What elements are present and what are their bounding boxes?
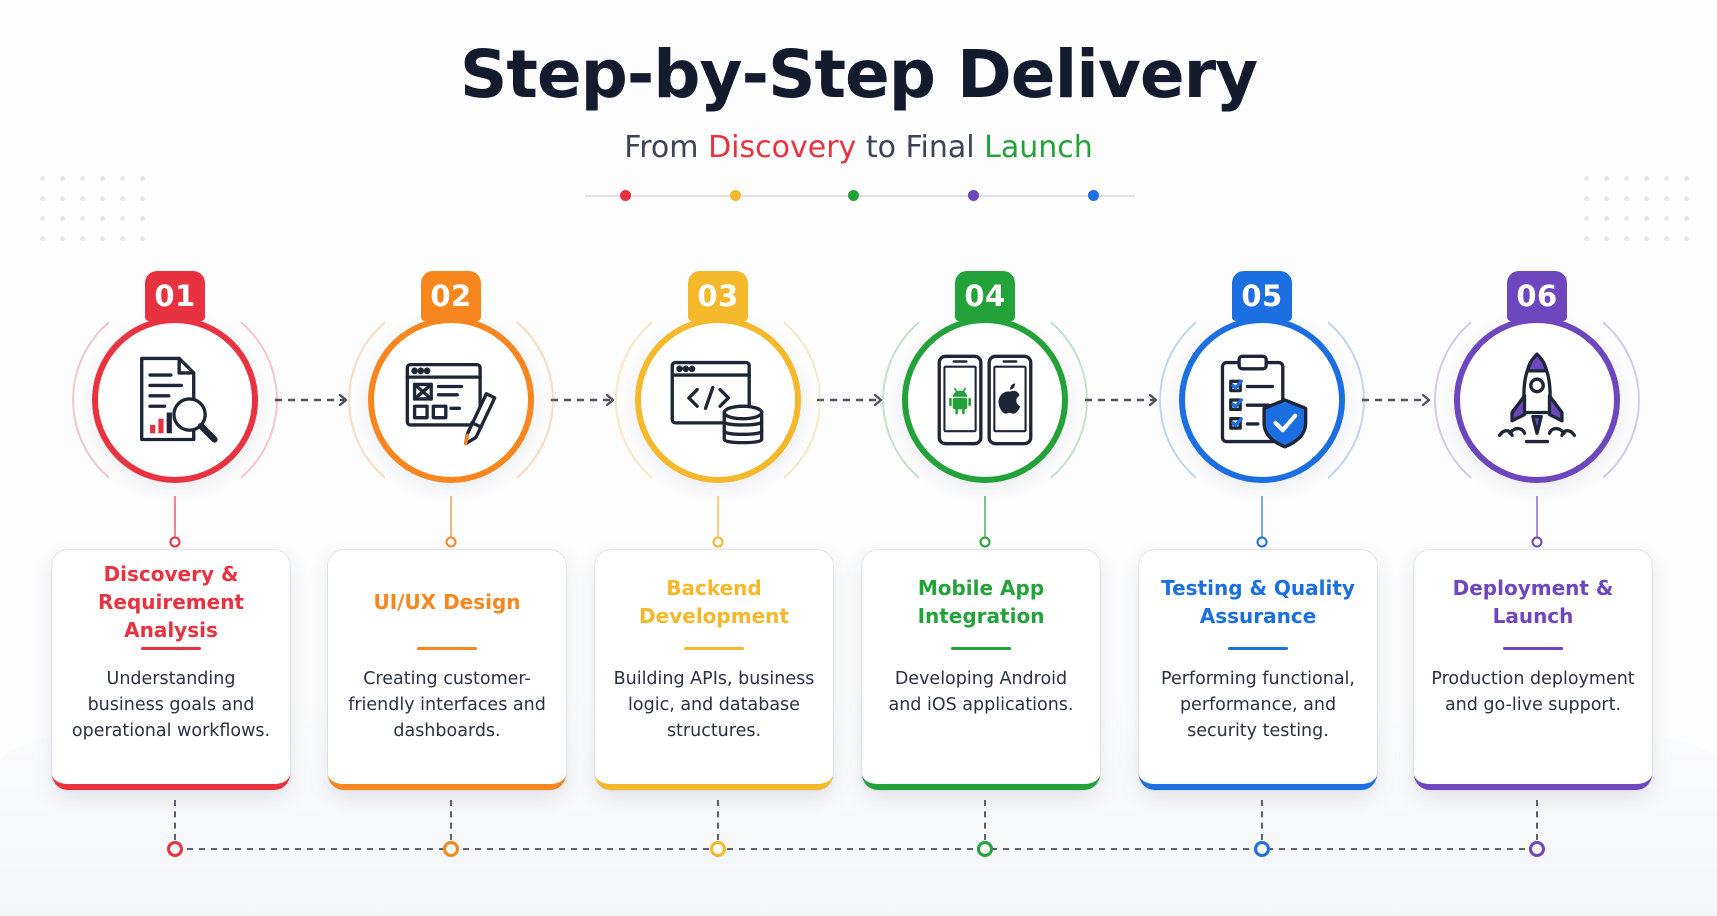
step-04-rule bbox=[951, 647, 1011, 650]
step-05-timeline-node bbox=[1254, 841, 1270, 857]
step-02-stem bbox=[450, 496, 452, 538]
step-05-drop-line bbox=[1261, 800, 1263, 840]
step-05: 05 Testing & Quality Assurance Performin… bbox=[1137, 0, 1387, 916]
step-06-drop-line bbox=[1536, 800, 1538, 840]
step-05-stem bbox=[1261, 496, 1263, 538]
step-06-stem bbox=[1536, 496, 1538, 538]
wireframe-pen-icon bbox=[405, 362, 497, 446]
page-subtitle: From Discovery to Final Launch bbox=[0, 130, 1717, 165]
step-05-rule bbox=[1228, 647, 1288, 650]
step-02-title: UI/UX Design bbox=[373, 590, 521, 614]
step-02-drop-line bbox=[450, 800, 452, 840]
step-03-stem-knob bbox=[712, 536, 724, 548]
step-01: 01 Discovery & Requirement Analysis Unde… bbox=[50, 0, 300, 916]
step-02-badge: 02 bbox=[421, 271, 481, 321]
step-03-icon-ring bbox=[635, 317, 801, 483]
decorative-dot-grid-left bbox=[40, 176, 160, 256]
rocket-icon bbox=[1497, 352, 1577, 444]
step-06-card: Deployment & Launch Production deploymen… bbox=[1414, 550, 1652, 790]
step-04-icon-ring bbox=[902, 317, 1068, 483]
step-05-description: Performing functional, performance, and … bbox=[1161, 669, 1355, 741]
divider-dot-blue bbox=[1088, 190, 1099, 201]
step-06-description: Production deployment and go-live suppor… bbox=[1431, 669, 1635, 715]
step-02-timeline-node bbox=[443, 841, 459, 857]
document-search-icon bbox=[140, 356, 218, 443]
divider-dot-green bbox=[848, 190, 859, 201]
checklist-shield-icon bbox=[1220, 354, 1308, 449]
step-03: 03 Backend Development Building APIs, bu… bbox=[593, 0, 843, 916]
step-01-stem bbox=[174, 496, 176, 538]
divider-dot-purple bbox=[968, 190, 979, 201]
step-03-title: Backend Development bbox=[639, 576, 789, 628]
step-02-card: UI/UX Design Creating customer-friendly … bbox=[328, 550, 566, 790]
step-04-card: Mobile App Integration Developing Androi… bbox=[862, 550, 1100, 790]
step-02-rule bbox=[417, 647, 477, 650]
step-06-stem-knob bbox=[1531, 536, 1543, 548]
divider-dot-red bbox=[620, 190, 631, 201]
step-03-card: Backend Development Building APIs, busin… bbox=[595, 550, 833, 790]
step-06: 06 Deployment & Launch Production deploy… bbox=[1412, 0, 1662, 916]
step-03-rule bbox=[684, 647, 744, 650]
step-01-icon-ring bbox=[92, 317, 258, 483]
subtitle-middle: to Final bbox=[865, 130, 975, 165]
step-01-stem-knob bbox=[169, 536, 181, 548]
page-title: Step-by-Step Delivery bbox=[459, 36, 1258, 113]
step-04-description: Developing Android and iOS applications. bbox=[888, 669, 1074, 715]
step-03-badge: 03 bbox=[688, 271, 748, 321]
subtitle-prefix: From bbox=[624, 130, 699, 165]
step-01-badge: 01 bbox=[145, 271, 205, 321]
step-05-badge: 05 bbox=[1232, 271, 1292, 321]
step-04: 04 Mobile App Integration Developing And… bbox=[860, 0, 1110, 916]
step-02-description: Creating customer-friendly interfaces an… bbox=[348, 669, 546, 741]
android-ios-phones-icon bbox=[937, 354, 1033, 446]
title-divider bbox=[585, 190, 1135, 201]
step-01-timeline-node bbox=[167, 841, 183, 857]
step-06-timeline-node bbox=[1529, 841, 1545, 857]
subtitle-highlight-launch: Launch bbox=[984, 130, 1093, 165]
step-05-title: Testing & Quality Assurance bbox=[1161, 576, 1355, 628]
step-01-title: Discovery & Requirement Analysis bbox=[97, 562, 244, 642]
subtitle-highlight-discovery: Discovery bbox=[708, 130, 857, 165]
step-05-icon-ring bbox=[1179, 317, 1345, 483]
divider-dot-yellow bbox=[730, 190, 741, 201]
step-04-badge: 04 bbox=[955, 271, 1015, 321]
code-database-icon bbox=[670, 360, 764, 445]
step-03-stem bbox=[717, 496, 719, 538]
step-02-icon-ring bbox=[368, 317, 534, 483]
step-04-stem-knob bbox=[979, 536, 991, 548]
step-04-drop-line bbox=[984, 800, 986, 840]
step-01-description: Understanding business goals and operati… bbox=[71, 669, 271, 741]
step-03-timeline-node bbox=[710, 841, 726, 857]
step-06-title: Deployment & Launch bbox=[1452, 576, 1614, 628]
step-01-drop-line bbox=[174, 800, 176, 840]
step-05-stem-knob bbox=[1256, 536, 1268, 548]
step-04-title: Mobile App Integration bbox=[917, 576, 1045, 628]
step-01-rule bbox=[141, 647, 201, 650]
step-02-stem-knob bbox=[445, 536, 457, 548]
step-03-drop-line bbox=[717, 800, 719, 840]
step-06-badge: 06 bbox=[1507, 271, 1567, 321]
step-01-card: Discovery & Requirement Analysis Underst… bbox=[52, 550, 290, 790]
step-06-rule bbox=[1503, 647, 1563, 650]
step-04-timeline-node bbox=[977, 841, 993, 857]
decorative-dot-grid-right bbox=[1584, 176, 1704, 256]
step-05-card: Testing & Quality Assurance Performing f… bbox=[1139, 550, 1377, 790]
step-04-stem bbox=[984, 496, 986, 538]
step-02: 02 UI/UX Design Creating customer-friend… bbox=[326, 0, 576, 916]
step-03-description: Building APIs, business logic, and datab… bbox=[613, 669, 815, 741]
step-06-icon-ring bbox=[1454, 317, 1620, 483]
